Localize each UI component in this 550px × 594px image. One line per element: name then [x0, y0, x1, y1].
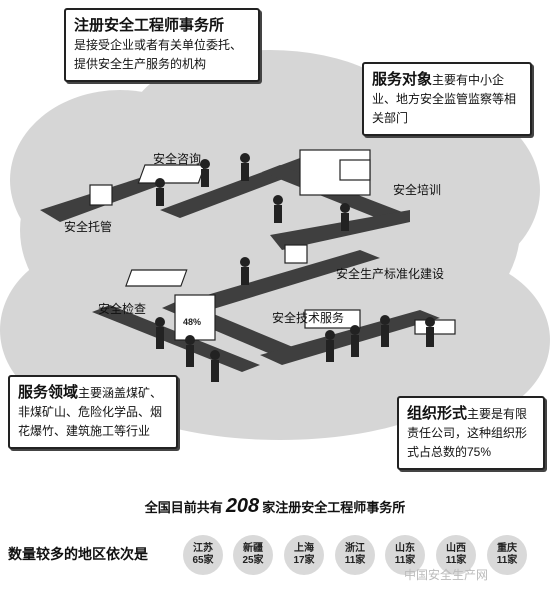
label-standardization: 安全生产标准化建设	[336, 267, 445, 281]
callout-body: 主要有中小企业、地方安全监管监察等相关部门	[372, 73, 517, 125]
region-count: 11家	[394, 555, 416, 566]
callout-firm-definition: 注册安全工程师事务所 是接受企业或者有关单位委托、提供安全生产服务的机构	[64, 8, 260, 82]
callout-body: 是接受企业或者有关单位委托、提供安全生产服务的机构	[74, 38, 243, 71]
label-inspection: 安全检查	[98, 302, 147, 316]
office-furniture	[89, 149, 456, 341]
region-name: 山东	[395, 543, 415, 554]
region-name: 江苏	[193, 543, 213, 554]
callout-body: 主要涵盖煤矿、非煤矿山、危险化学品、烟花爆竹、建筑施工等行业	[18, 386, 163, 438]
callout-service-fields: 服务领域主要涵盖煤矿、非煤矿山、危险化学品、烟花爆竹、建筑施工等行业	[8, 375, 178, 449]
label-custody: 安全托管	[64, 220, 113, 234]
region-name: 重庆	[497, 543, 517, 554]
label-tech-service: 安全技术服务	[272, 311, 345, 325]
region-count: 11家	[496, 555, 518, 566]
region-name: 浙江	[345, 543, 365, 554]
callout-title: 注册安全工程师事务所	[74, 17, 225, 34]
region-count: 25家	[242, 555, 264, 566]
region-count: 65家	[192, 555, 214, 566]
region-name: 山西	[446, 543, 466, 554]
callout-body: 主要是有限责任公司，这种组织形式占总数的75%	[407, 407, 528, 459]
label-training: 安全培训	[393, 183, 442, 197]
total-count: 208	[225, 495, 260, 517]
regions-label: 数量较多的地区依次是	[8, 546, 148, 562]
region-name: 上海	[294, 543, 314, 554]
label-consulting: 安全咨询	[153, 152, 202, 166]
cloud-background	[0, 50, 550, 440]
callout-service-targets: 服务对象主要有中小企业、地方安全监管监察等相关部门	[362, 62, 532, 136]
region-count: 17家	[293, 555, 315, 566]
callout-org-form: 组织形式主要是有限责任公司，这种组织形式占总数的75%	[397, 396, 545, 470]
total-prefix: 全国目前共有	[144, 500, 223, 515]
total-suffix: 家注册安全工程师事务所	[262, 500, 406, 515]
region-name: 新疆	[243, 543, 263, 554]
people-figures	[155, 153, 435, 382]
watermark: 中国安全生产网	[404, 568, 489, 582]
region-count: 11家	[344, 555, 366, 566]
callout-title: 服务对象	[372, 71, 433, 88]
board-percent: 48%	[183, 317, 201, 327]
callout-title: 组织形式	[407, 405, 468, 422]
region-count: 11家	[445, 555, 467, 566]
callout-title: 服务领域	[18, 384, 79, 401]
